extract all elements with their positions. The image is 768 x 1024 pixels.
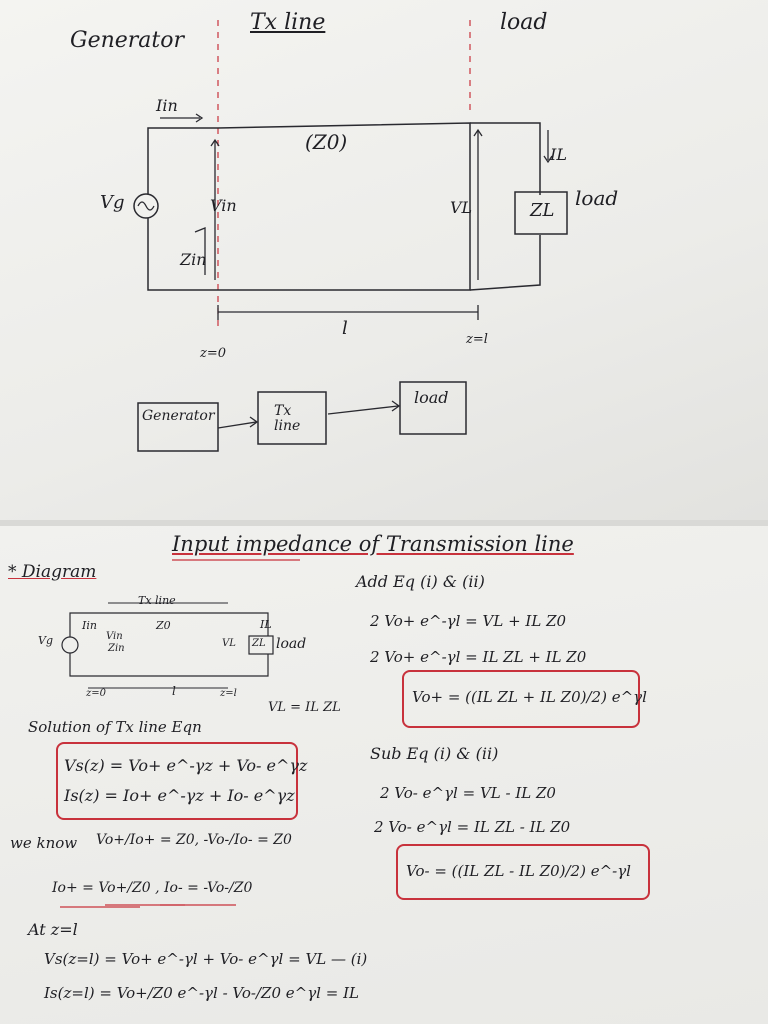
block-tx-line-label: Tx line (274, 403, 301, 434)
page-title: Input impedance of Transmission line (172, 532, 574, 556)
source-voltage-label: Vg (100, 192, 125, 213)
mini-length: l (172, 684, 176, 698)
characteristic-impedance-label: (Z0) (305, 130, 348, 154)
mini-current-in: Iin (82, 619, 97, 632)
mini-z-l: z=l (220, 688, 237, 699)
generator-heading: Generator (70, 28, 185, 53)
add-equations-label: Add Eq (i) & (ii) (356, 572, 485, 591)
mini-z-in: Zin (108, 643, 125, 654)
diagram-label: * Diagram (8, 562, 97, 582)
sub-step-2-equation: 2 Vo- e^γl = IL ZL - IL Z0 (374, 818, 571, 836)
mini-z-zero: z=0 (86, 688, 107, 699)
notebook-page-bottom (0, 526, 768, 1024)
mini-tx-line-label: Tx line (138, 594, 176, 607)
mini-z0: Z0 (156, 619, 171, 632)
load-voltage-equation: VL = IL ZL (268, 700, 341, 715)
mini-current-load: IL (260, 618, 272, 631)
add-step-1-equation: 2 Vo+ e^-γl = VL + IL Z0 (370, 612, 567, 630)
vo-minus-result-box (396, 844, 650, 900)
length-label: l (342, 318, 348, 339)
add-step-2-equation: 2 Vo+ e^-γl = IL ZL + IL Z0 (370, 648, 587, 666)
current-in-label: Iin (156, 96, 178, 115)
load-heading: load (500, 10, 548, 35)
mini-load: load (276, 636, 307, 652)
tx-line-heading: Tx line (250, 10, 326, 35)
subtract-equations-label: Sub Eq (i) & (ii) (370, 744, 499, 763)
solution-label: Solution of Tx line Eqn (28, 718, 202, 736)
current-load-label: IL (550, 145, 567, 164)
mini-z-load: ZL (252, 638, 266, 649)
load-side-label: load (575, 186, 619, 210)
known-current-equation: Io+ = Vo+/Z0 , Io- = -Vo-/Z0 (52, 880, 253, 896)
we-know-label: we know (10, 834, 78, 852)
voltage-at-load-equation: Vs(z=l) = Vo+ e^-γl + Vo- e^γl = VL — (i… (44, 950, 368, 968)
known-ratio-equation: Vo+/Io+ = Z0, -Vo-/Io- = Z0 (96, 832, 292, 848)
notebook-page-top (0, 0, 768, 520)
voltage-in-label: Vin (210, 196, 237, 215)
block-generator-label: Generator (142, 408, 215, 424)
vo-minus-result-equation: Vo- = ((IL ZL - IL Z0)/2) e^-γl (406, 862, 631, 880)
mini-vg: Vg (38, 634, 53, 647)
voltage-load-label: VL (450, 198, 473, 217)
z-l-label: z=l (466, 332, 488, 347)
z-zero-label: z=0 (200, 346, 227, 361)
sub-step-1-equation: 2 Vo- e^γl = VL - IL Z0 (380, 784, 556, 802)
current-at-load-equation: Is(z=l) = Vo+/Z0 e^-γl - Vo-/Z0 e^γl = I… (44, 984, 359, 1002)
current-solution-equation: Is(z) = Io+ e^-γz + Io- e^γz (64, 786, 295, 805)
input-impedance-label: Zin (180, 250, 207, 269)
load-impedance-label: ZL (530, 200, 555, 221)
at-z-l-label: At z=l (28, 920, 78, 939)
vo-plus-result-box (402, 670, 640, 728)
mini-v-in: Vin (106, 631, 123, 642)
mini-v-load: VL (222, 638, 236, 649)
block-load-label: load (414, 388, 449, 407)
vo-plus-result-equation: Vo+ = ((IL ZL + IL Z0)/2) e^γl (412, 688, 647, 706)
voltage-solution-equation: Vs(z) = Vo+ e^-γz + Vo- e^γz (64, 756, 308, 775)
solution-box (56, 742, 298, 820)
